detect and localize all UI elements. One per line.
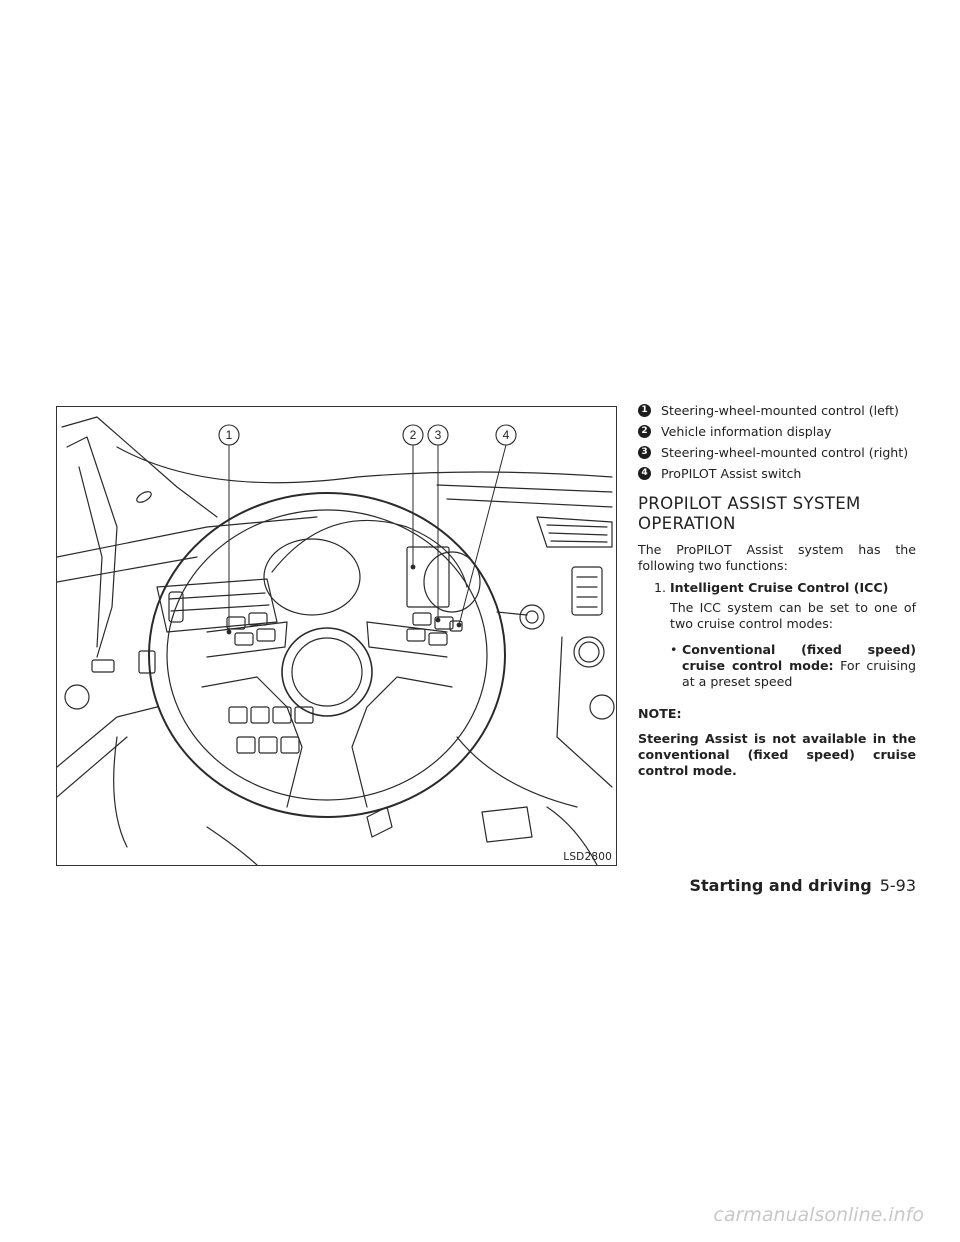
callout-1 bbox=[218, 424, 240, 446]
bullet-marker: • bbox=[670, 642, 678, 657]
callout-3 bbox=[427, 424, 449, 446]
legend-number-badge: 3 bbox=[638, 446, 651, 459]
legend-label: ProPILOT Assist switch bbox=[661, 466, 802, 481]
callout-2-label: 2 bbox=[410, 428, 417, 442]
legend-label: Steering-wheel-mounted control (left) bbox=[661, 403, 899, 418]
legend-number-badge: 2 bbox=[638, 425, 651, 438]
steering-wheel-figure: 1 2 3 4 LSD2800 bbox=[56, 406, 617, 866]
item-number: 1. bbox=[654, 580, 667, 595]
section-title: PROPILOT ASSIST SYSTEM OPERATION bbox=[638, 494, 861, 533]
watermark: carmanualsonline.info bbox=[713, 1204, 924, 1226]
callout-1-label: 1 bbox=[226, 428, 233, 442]
callout-4-label: 4 bbox=[503, 428, 510, 442]
intro-paragraph: The ProPILOT Assist system has the follo… bbox=[638, 542, 916, 573]
page-number: 5-93 bbox=[879, 876, 916, 895]
figure-code: LSD2800 bbox=[563, 851, 612, 863]
item-title: Intelligent Cruise Control (ICC) bbox=[670, 580, 889, 595]
legend-item: 3 Steering-wheel-mounted control (right) bbox=[638, 444, 916, 461]
numbered-item-heading: 1.Intelligent Cruise Control (ICC) bbox=[638, 580, 916, 596]
item-description: The ICC system can be set to one of two … bbox=[670, 600, 916, 631]
callout-4 bbox=[495, 424, 517, 446]
legend-item: 1 Steering-wheel-mounted control (left) bbox=[638, 402, 916, 419]
text-column: 1 Steering-wheel-mounted control (left) … bbox=[638, 402, 916, 779]
bullet-item: • Conventional (fixed speed) cruise cont… bbox=[638, 642, 916, 690]
note-label: NOTE: bbox=[638, 706, 682, 721]
legend-item: 2 Vehicle information display bbox=[638, 423, 916, 440]
steering-wheel-illustration: 1 2 3 4 bbox=[57, 416, 615, 865]
bullet-bold-label: Conventional (fixed speed) cruise contro… bbox=[682, 642, 916, 673]
legend-number-badge: 1 bbox=[638, 404, 651, 417]
legend-item: 4 ProPILOT Assist switch bbox=[638, 465, 916, 482]
footer-section: Starting and driving bbox=[689, 876, 872, 895]
bullet-body: For cruising at a preset speed bbox=[682, 658, 916, 689]
note-body: Steering Assist is not available in the … bbox=[638, 731, 916, 778]
legend-label: Steering-wheel-mounted control (right) bbox=[661, 445, 909, 460]
callout-3-label: 3 bbox=[435, 428, 442, 442]
legend-label: Vehicle information display bbox=[661, 424, 832, 439]
bullet-text: Conventional (fixed speed) cruise contro… bbox=[682, 642, 916, 690]
callout-2 bbox=[402, 424, 424, 446]
legend-number-badge: 4 bbox=[638, 467, 651, 480]
page-footer: Starting and driving 5-93 bbox=[689, 876, 916, 895]
